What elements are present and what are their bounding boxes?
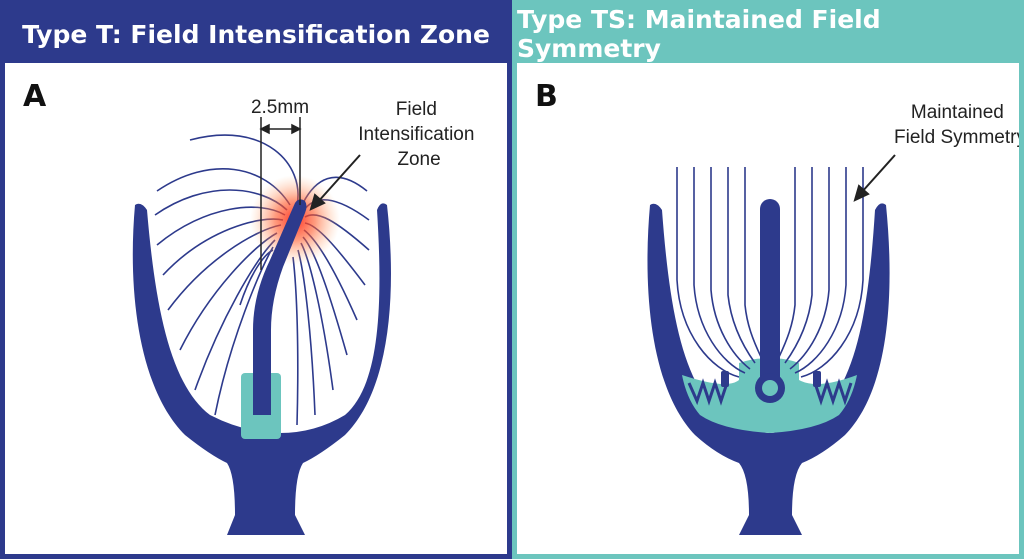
panel-a-title: Type T: Field Intensification Zone xyxy=(5,5,507,63)
callout-line: Field xyxy=(396,99,437,120)
panel-b: Type TS: Maintained Field Symmetry B xyxy=(512,0,1024,559)
symmetry-callout-arrow xyxy=(853,154,896,202)
bent-electrode xyxy=(253,199,307,415)
callout-line: Zone xyxy=(397,149,440,170)
intensification-callout: Field Intensification Zone xyxy=(358,99,479,170)
electrode-pivot-center xyxy=(762,380,778,396)
callout-line: Maintained xyxy=(911,102,1004,123)
left-spring-clip xyxy=(721,371,729,387)
type-t-diagram: 2.5mm Field Intensification Zone xyxy=(132,97,479,536)
panel-a: Type T: Field Intensification Zone A xyxy=(0,0,512,559)
right-spring xyxy=(813,378,853,406)
callout-line: Field Symmetry xyxy=(894,127,1019,148)
panel-a-letter: A xyxy=(23,79,47,114)
dimension-label: 2.5mm xyxy=(251,97,309,118)
type-ts-diagram: Maintained Field Symmetry xyxy=(647,102,1019,536)
central-electrode xyxy=(760,199,780,389)
symmetry-callout: Maintained Field Symmetry xyxy=(894,102,1019,148)
intensification-callout-arrow xyxy=(309,154,361,211)
cup-body xyxy=(647,203,890,536)
callout-line: Intensification xyxy=(358,124,474,145)
left-spring xyxy=(687,378,729,406)
panel-b-letter: B xyxy=(535,79,558,114)
panel-b-title: Type TS: Maintained Field Symmetry xyxy=(517,5,1019,63)
right-spring-clip xyxy=(813,371,821,387)
dimension-marker xyxy=(259,117,302,270)
cup-body xyxy=(132,203,391,536)
